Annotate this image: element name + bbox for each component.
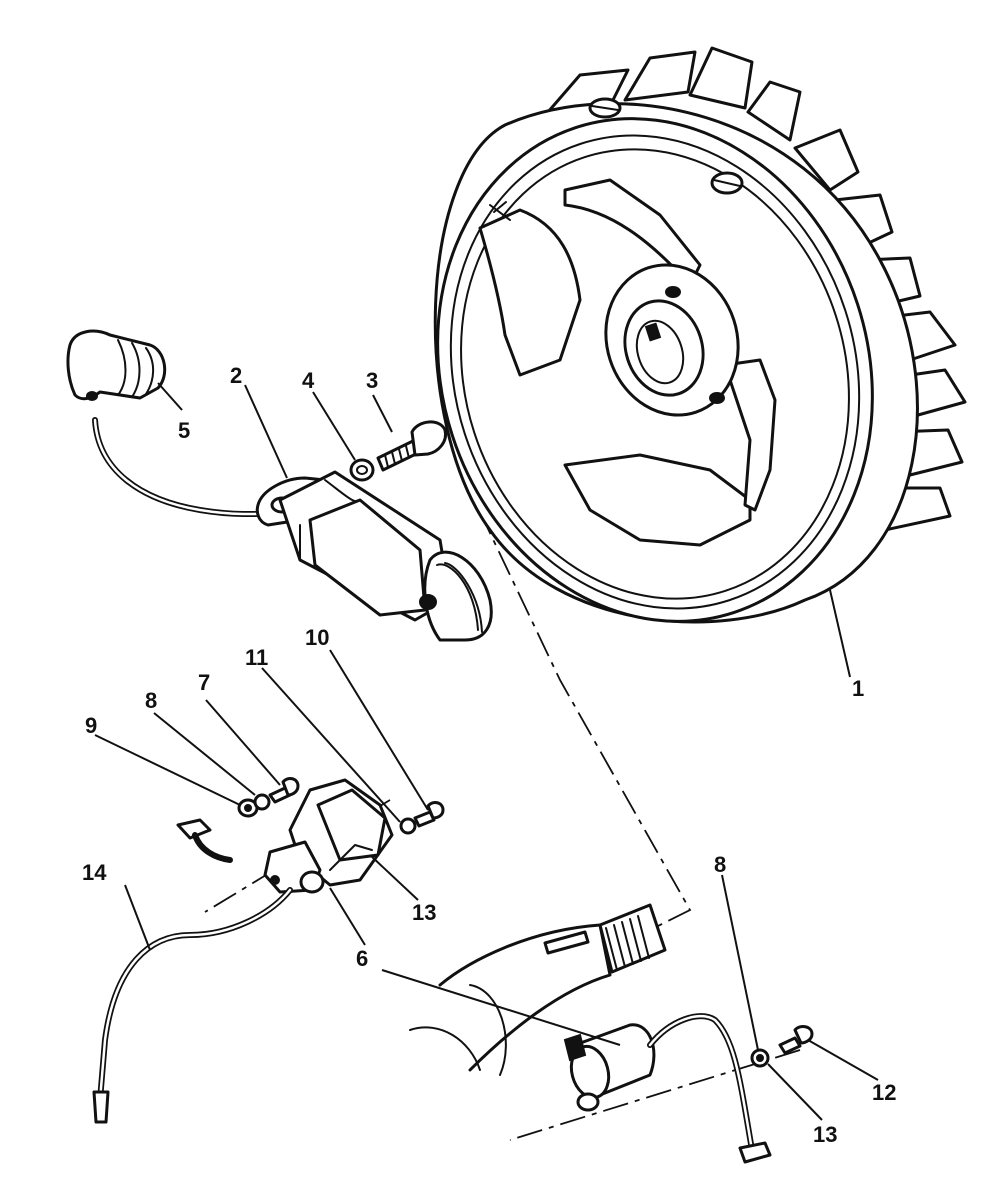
breaker-lead-wire [97,887,293,1103]
condenser [563,1013,772,1164]
rim-screw-top [588,97,622,119]
callout-2: 2 [230,363,242,388]
callout-1: 1 [852,676,864,701]
callout-9: 9 [85,713,97,738]
callout-7: 7 [198,670,210,695]
callout-5: 5 [178,418,190,443]
callout-leader-lines [94,382,879,1121]
callout-8-upper: 8 [145,688,157,713]
callout-13-lower: 13 [813,1122,837,1147]
screw-10 [413,801,445,828]
breaker-point-assembly [263,778,394,894]
callout-10: 10 [305,625,329,650]
lockwasher-8-condenser [750,1048,770,1068]
callout-3: 3 [366,368,378,393]
flywheel [433,46,967,624]
callout-12: 12 [872,1080,896,1105]
callout-14: 14 [82,860,107,885]
rim-screw-right [710,171,744,195]
ignition-coil [255,470,493,642]
callout-8-lower: 8 [714,852,726,877]
callout-13-upper: 13 [412,900,436,925]
washer-4 [349,458,375,482]
callout-6: 6 [356,946,368,971]
screw-12 [778,1025,814,1055]
lockwasher-8 [253,793,271,811]
spark-plug-boot [66,329,167,401]
callout-4: 4 [302,368,315,393]
terminal-clip [176,818,233,863]
callout-11: 11 [245,645,268,670]
screw-3 [376,420,448,472]
screw-7 [268,777,300,804]
crankshaft [409,903,667,1076]
lockwasher-11 [399,817,417,835]
